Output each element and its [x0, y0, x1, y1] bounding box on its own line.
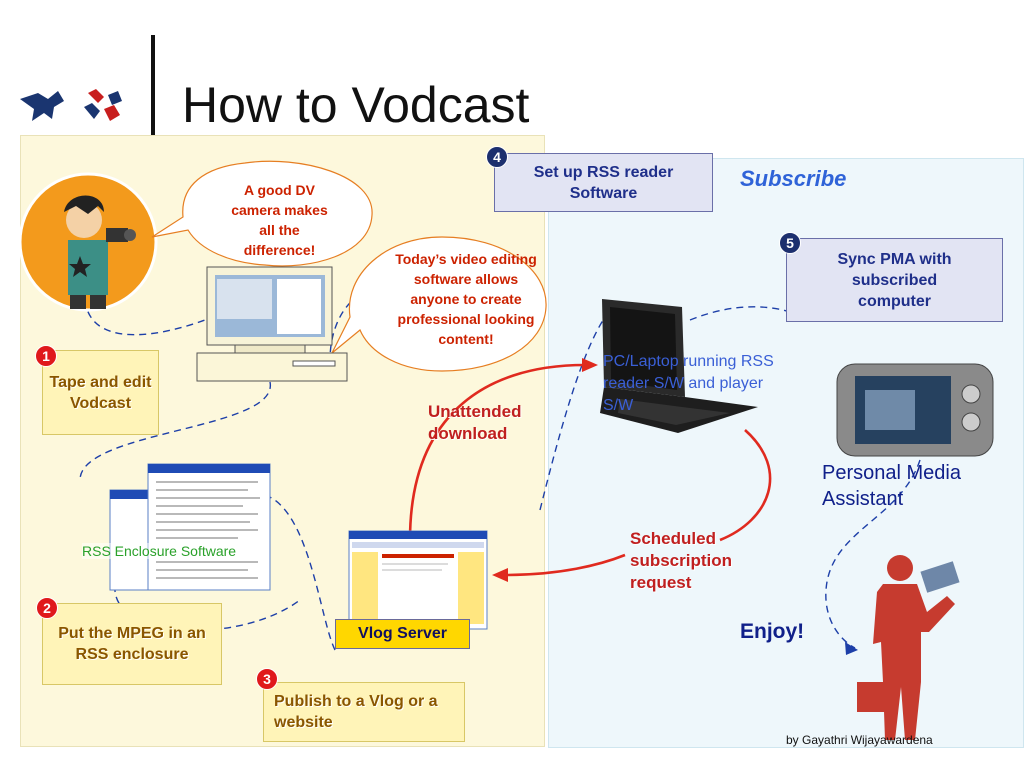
author-credit: by Gayathri Wijayawardena	[786, 733, 933, 747]
editing-tip-bubble	[331, 236, 547, 372]
camera-person-illustration	[18, 172, 158, 312]
vlog-website-screenshot	[348, 530, 488, 630]
step-4-badge: 4	[486, 146, 508, 168]
step-1-label: Tape and edit Vodcast	[49, 373, 152, 412]
page-title: How to Vodcast	[182, 77, 530, 133]
step-2-label: Put the MPEG in an RSS enclosure	[58, 625, 206, 663]
rss-software-label: RSS Enclosure Software	[82, 543, 237, 559]
editing-tip-text: Today’s video editing software allows an…	[395, 251, 537, 347]
step-3-label: Publish to a Vlog or a website	[274, 693, 438, 731]
step-5-box: Sync PMA with subscribed computer	[786, 238, 1003, 322]
step-2-badge: 2	[36, 597, 58, 619]
camera-tip-text: A good DV camera makes all the differenc…	[231, 182, 328, 258]
scheduled-request-label: Scheduled subscription request	[630, 529, 733, 592]
step-4-label: Set up RSS reader Software	[533, 163, 674, 202]
rss-software-screenshot	[109, 463, 271, 591]
step-2-box: Put the MPEG in an RSS enclosure	[42, 603, 222, 685]
subscribe-heading: Subscribe	[740, 166, 847, 191]
desktop-computer-illustration	[196, 266, 348, 382]
step-1-badge: 1	[35, 345, 57, 367]
vlog-server-label: Vlog Server	[358, 625, 447, 642]
laptop-illustration	[600, 299, 758, 433]
vlog-server-box: Vlog Server	[335, 619, 470, 649]
camera-tip-bubble	[151, 160, 373, 267]
man-with-device-illustration	[857, 555, 960, 740]
laptop-label: PC/Laptop running RSS reader S/W and pla…	[603, 353, 774, 414]
step-4-box: Set up RSS reader Software	[494, 153, 713, 212]
logo	[20, 89, 122, 121]
step-5-label: Sync PMA with subscribed computer	[837, 250, 952, 310]
pma-label: Personal Media Assistant	[822, 462, 961, 510]
enjoy-label: Enjoy!	[740, 620, 805, 643]
step-5-badge: 5	[779, 232, 801, 254]
step-3-badge: 3	[256, 668, 278, 690]
unattended-download-label: Unattended download	[428, 402, 522, 443]
step-1-box: Tape and edit Vodcast	[42, 350, 159, 435]
step-3-box: Publish to a Vlog or a website	[263, 682, 465, 742]
title-divider	[151, 35, 155, 180]
personal-media-assistant-illustration	[836, 363, 994, 457]
